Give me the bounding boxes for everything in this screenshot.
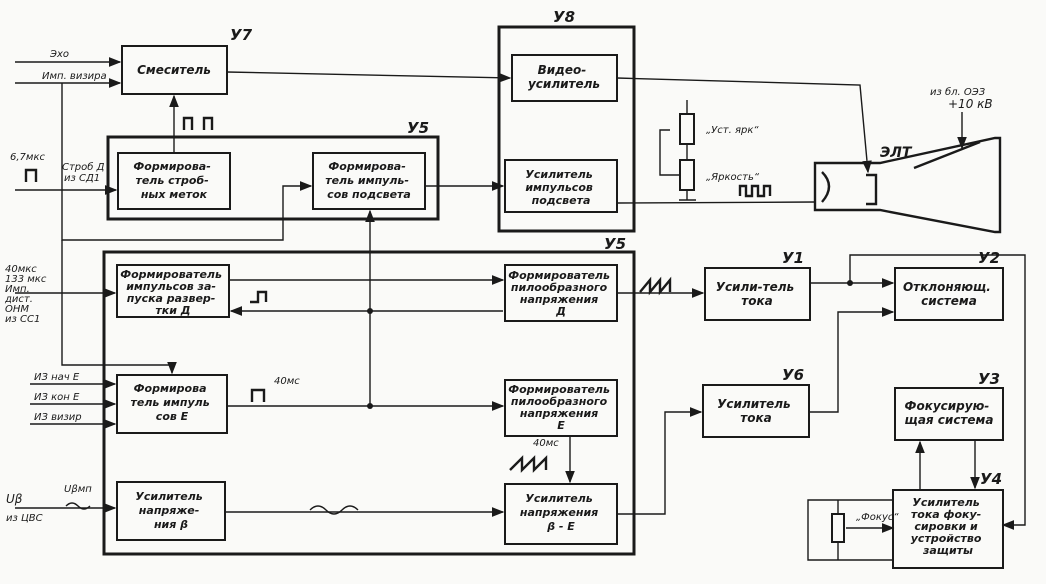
strobe-in-pulse-icon [24, 168, 38, 182]
beta-in-wave-icon [65, 502, 91, 510]
focus-potentiometer [831, 513, 845, 543]
from-cvs-label: из ЦВС [6, 513, 43, 524]
unit-u7: У7 [230, 26, 253, 44]
fokus-label: „Фокус“ [856, 512, 899, 523]
launch-former-block [116, 264, 230, 318]
video-amp-label: Видео- усилитель [528, 63, 600, 91]
strobe-duration-label: 6,7мкс [10, 152, 45, 163]
pulse-40-label: 40мс [274, 376, 300, 387]
unit-u3: У3 [978, 370, 1000, 388]
mixer-label: Смеситель [137, 63, 211, 77]
crt-cathode [821, 171, 831, 203]
echo-label: Эхо [49, 49, 69, 60]
amp6-deflect-wire [809, 307, 895, 413]
current-amp-6-block [702, 384, 810, 438]
gate-pulse-icon [250, 290, 268, 304]
unit-u5-top: У5 [407, 119, 429, 137]
current-amp-6-label: Усилитель тока [717, 397, 795, 425]
hv-source-label: из бл. ОЭЗ [930, 86, 986, 98]
iz-vizir-label: ИЗ визир [34, 412, 82, 423]
vizir-eps-wire [61, 240, 177, 375]
crt-anode [913, 140, 981, 170]
yarkost-label: „Яркость“ [706, 172, 760, 183]
focus-system-block [894, 387, 1004, 441]
range-pulse-label: 40мкс 133 мкс Имп. дист. ОНМ из СС1 [4, 264, 50, 325]
pot-link-wire [659, 129, 680, 176]
launch-former-label: Формирователь импульсов за- пуска развер… [120, 268, 226, 317]
iz-nach-e-label: ИЗ нач Е [34, 372, 80, 383]
ust-yark-label: „Уст. ярк“ [706, 125, 759, 136]
strobe-d-label: Строб Д [62, 161, 105, 173]
backlight-former-block [312, 152, 426, 210]
backlight-amp-label: Усилитель импульсов подсвета [525, 168, 596, 207]
unit-u4: У4 [980, 470, 1002, 488]
eps-former-block [116, 374, 228, 434]
from-sd1-label: из СД1 [64, 173, 100, 184]
crt-grid [866, 173, 878, 206]
unit-u1: У1 [782, 249, 804, 267]
pulse-40b-label: 40мс [533, 438, 559, 449]
junction-dot [847, 280, 853, 286]
deflect-system-label: Отклоняющ. система [903, 280, 995, 308]
video-crt-wire [616, 77, 872, 174]
u8-frame [497, 25, 636, 233]
hv-value-label: +10 кВ [948, 97, 993, 111]
unit-u2: У2 [978, 249, 1000, 267]
vizir-pulse-label: Имп. визира [42, 71, 107, 82]
focus-pot-loop [807, 499, 893, 561]
beta-e-amp-label: Усилитель напряжения β - Е [520, 492, 602, 533]
yarkost-potentiometer [679, 159, 695, 191]
focus-system-label: Фокусирую- щая система [905, 399, 994, 427]
current-amp-1-label: Усили-тель тока [716, 280, 799, 308]
strobe-former-label: Формирова- тель строб- ных меток [133, 160, 214, 201]
mixer-video-wire [226, 71, 512, 83]
backlight-former-label: Формирова- тель импуль- сов подсвета [325, 160, 413, 201]
backlight-amp-block [504, 159, 618, 213]
sine-wave-icon [309, 505, 359, 515]
eps-pulse-icon [250, 388, 266, 402]
backlight-crt-wire [616, 201, 816, 204]
saw-e-wave-icon [509, 455, 548, 473]
vizir-loop-wire [61, 83, 313, 241]
eps-former-label: Формирова тель импуль сов Е [130, 382, 213, 423]
focus-amp-label: Усилитель тока фоку- сировки и устройств… [911, 496, 985, 557]
current-amp-1-block [704, 267, 811, 321]
u5-top-frame [106, 135, 440, 221]
unit-u6: У6 [782, 366, 804, 384]
crt-tube [813, 136, 1002, 234]
betae-amp6-wire [617, 407, 703, 515]
iz-kon-e-label: ИЗ кон Е [34, 392, 80, 403]
beta-amp-block [116, 481, 226, 541]
ust-yark-potentiometer [679, 113, 695, 145]
unit-u5-main: У5 [604, 235, 626, 253]
u-beta-label: Uβ [6, 492, 23, 506]
beta-amp-label: Усилитель напряже- ния β [135, 490, 206, 531]
u-beta-mp-label: Uβмп [64, 484, 92, 495]
saw-d-wave-icon [639, 276, 672, 296]
mixer-block [121, 45, 228, 95]
saw-e-label: Формирователь пилообразного напряжения Е [508, 383, 614, 432]
saw-e-block [504, 379, 618, 437]
unit-u8: У8 [553, 8, 575, 26]
backlight-pulse-icon [738, 184, 772, 198]
protect-loop-wire [849, 254, 1026, 530]
deflect-system-block [894, 267, 1004, 321]
saw-d-label: Формирователь пилообразного напряжения Д [508, 269, 614, 318]
strobe-pulses-icon [182, 116, 214, 130]
